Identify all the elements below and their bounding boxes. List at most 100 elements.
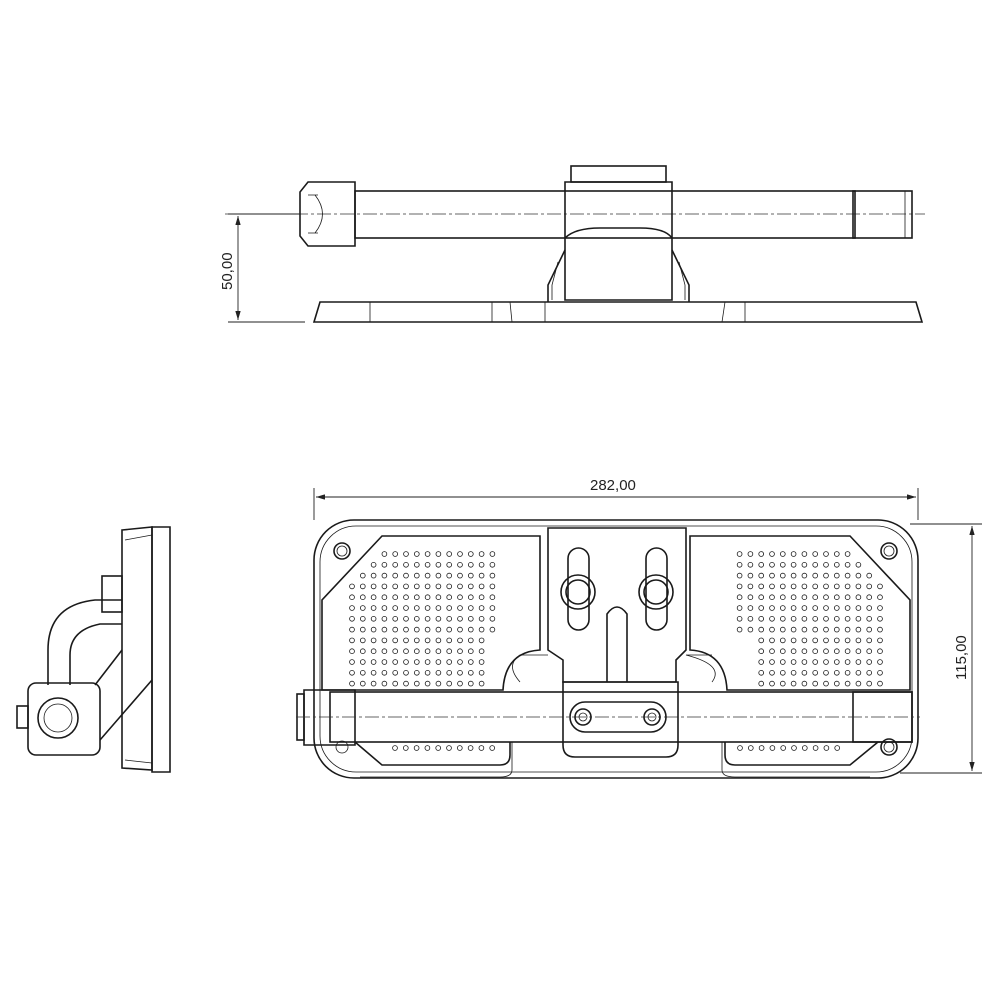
perforation-hole xyxy=(403,669,409,676)
perforation-hole xyxy=(359,626,366,633)
perforation-hole xyxy=(478,626,485,633)
perforation-hole xyxy=(791,745,797,751)
perforation-hole xyxy=(413,551,420,557)
perforation-hole xyxy=(457,605,463,611)
perforation-hole xyxy=(779,648,786,654)
perforation-hole xyxy=(381,648,388,654)
perforation-hole xyxy=(457,572,463,579)
perforation-hole xyxy=(435,615,442,622)
perforation-hole xyxy=(801,583,808,590)
perforation-hole xyxy=(812,572,818,579)
perforation-hole xyxy=(381,680,388,687)
perforation-hole xyxy=(435,551,442,557)
perforation-hole xyxy=(877,637,883,644)
perforation-hole xyxy=(349,594,355,600)
perforation-hole xyxy=(790,561,797,568)
perforation-hole xyxy=(758,669,764,676)
perforation-hole xyxy=(349,626,355,633)
perforation-hole xyxy=(779,594,786,600)
perforation-hole xyxy=(424,605,431,611)
perforation-hole xyxy=(435,669,442,676)
perforation-hole xyxy=(758,605,764,611)
perforation-hole xyxy=(779,561,786,568)
perforation-hole xyxy=(877,594,883,600)
perforation-hole xyxy=(478,615,485,622)
perforation-hole xyxy=(381,594,388,600)
perforation-hole xyxy=(769,680,775,687)
perforation-hole xyxy=(866,583,872,590)
perforation-hole xyxy=(779,583,786,590)
perforation-hole xyxy=(812,637,818,644)
perforation-hole xyxy=(823,637,829,644)
perforation-hole xyxy=(737,745,743,751)
perforation-hole xyxy=(403,659,409,665)
perforation-hole xyxy=(790,659,797,665)
perforation-hole xyxy=(403,626,409,633)
perforation-hole xyxy=(413,648,420,654)
perforation-hole xyxy=(349,615,355,622)
perforation-hole xyxy=(478,745,485,751)
perforation-hole xyxy=(489,583,496,590)
perforation-hole xyxy=(823,561,829,568)
perforation-hole xyxy=(381,626,388,633)
side-view xyxy=(16,526,171,773)
perforation-hole xyxy=(467,572,474,579)
perforation-hole xyxy=(769,572,775,579)
perforation-hole xyxy=(478,637,485,644)
perforation-hole xyxy=(467,648,474,654)
perforation-hole xyxy=(833,669,840,676)
perforation-hole xyxy=(736,594,743,600)
perforation-hole xyxy=(736,572,743,579)
perforation-hole xyxy=(359,583,366,590)
perforation-hole xyxy=(801,594,808,600)
perforation-hole xyxy=(769,561,775,568)
perforation-hole xyxy=(747,605,754,611)
perforation-hole xyxy=(489,615,496,622)
perforation-hole xyxy=(424,615,431,622)
perforation-hole xyxy=(446,572,453,579)
perforation-hole xyxy=(779,626,786,633)
perforation-hole xyxy=(790,680,797,687)
perforation-hole xyxy=(403,680,409,687)
perforation-hole xyxy=(392,594,399,600)
perforation-hole xyxy=(769,594,775,600)
perforation-hole xyxy=(801,637,808,644)
perforation-hole xyxy=(489,594,496,600)
perforation-hole xyxy=(413,572,420,579)
perforation-hole xyxy=(359,680,366,687)
perforation-hole xyxy=(758,551,764,557)
perforation-hole xyxy=(413,615,420,622)
perforation-hole xyxy=(779,572,786,579)
perforation-hole xyxy=(844,594,851,600)
perforation-hole xyxy=(435,605,442,611)
front-elevation-view: 50,00 xyxy=(219,165,925,323)
perforation-hole xyxy=(489,561,496,568)
perforation-hole xyxy=(424,572,431,579)
perforation-hole xyxy=(758,680,764,687)
perforation-hole xyxy=(413,605,420,611)
perforation-hole xyxy=(790,605,797,611)
perforation-hole xyxy=(801,605,808,611)
perforation-hole xyxy=(779,669,786,676)
perforation-hole xyxy=(435,594,442,600)
perforation-hole xyxy=(457,561,463,568)
perforation-hole xyxy=(467,561,474,568)
perforation-hole xyxy=(779,637,786,644)
perforation-hole xyxy=(855,669,862,676)
perforation-hole xyxy=(489,626,496,633)
perforation-hole xyxy=(457,626,463,633)
perforation-hole xyxy=(478,669,485,676)
perforation-hole xyxy=(392,626,399,633)
perforation-hole xyxy=(381,615,388,622)
perforation-hole xyxy=(370,648,377,654)
perforation-hole xyxy=(457,583,463,590)
perforation-hole xyxy=(403,594,409,600)
perforation-hole xyxy=(478,648,485,654)
perforation-hole xyxy=(801,659,808,665)
perforation-hole xyxy=(370,594,377,600)
perforation-hole xyxy=(758,615,764,622)
perforation-hole xyxy=(790,551,797,557)
perforation-hole xyxy=(747,626,754,633)
perforation-hole xyxy=(790,637,797,644)
perforation-hole xyxy=(855,659,862,665)
